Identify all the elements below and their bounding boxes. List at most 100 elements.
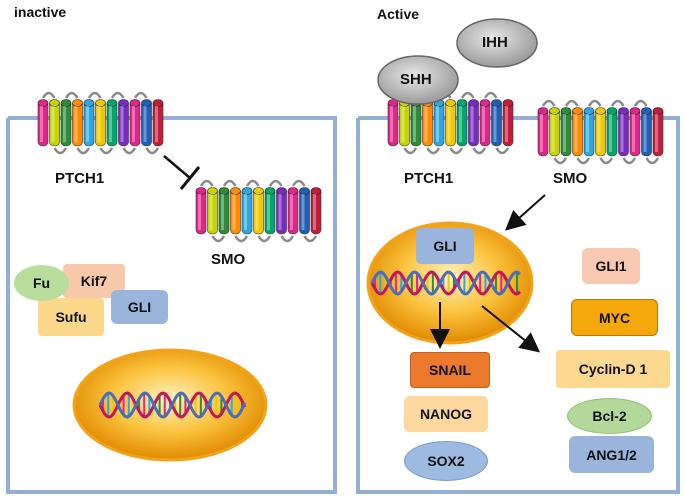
helix-cap bbox=[37, 99, 49, 107]
helix-highlight bbox=[155, 106, 158, 142]
receptor-loop bbox=[426, 147, 441, 155]
receptor-loop bbox=[145, 147, 160, 155]
helix-cap bbox=[479, 99, 491, 107]
helix-cap bbox=[141, 99, 152, 107]
helix-cap bbox=[118, 99, 129, 107]
dna-strand bbox=[98, 391, 247, 419]
helix-highlight bbox=[221, 194, 224, 230]
helix-highlight bbox=[97, 106, 101, 142]
helix-highlight bbox=[290, 194, 293, 230]
helix-cap bbox=[502, 99, 514, 107]
receptor-loop bbox=[133, 91, 148, 99]
helix-cap bbox=[276, 187, 287, 195]
helix-highlight bbox=[109, 106, 112, 142]
inhibition-arrow bbox=[163, 155, 201, 190]
cell-membrane-inactive bbox=[6, 116, 337, 494]
receptor-loop bbox=[76, 147, 91, 155]
receptor-loop bbox=[645, 157, 660, 165]
helix-highlight bbox=[267, 194, 270, 230]
helix-highlight bbox=[540, 114, 543, 152]
helix-cap bbox=[129, 99, 141, 107]
helix-highlight bbox=[482, 106, 485, 142]
panel-title-inactive: inactive bbox=[14, 4, 67, 20]
helix-highlight bbox=[86, 106, 89, 142]
helix-cap bbox=[83, 99, 95, 107]
helix-cap bbox=[152, 99, 164, 107]
helix-cap bbox=[618, 107, 629, 115]
receptor-loop bbox=[622, 157, 637, 165]
helix-highlight bbox=[424, 106, 428, 142]
receptor-loop bbox=[472, 147, 487, 155]
helix-highlight bbox=[655, 114, 658, 152]
helix-cap bbox=[230, 187, 241, 195]
bcl2-oval: Bcl-2 bbox=[567, 398, 652, 434]
helix-cap bbox=[106, 99, 118, 107]
receptor-loop bbox=[633, 99, 648, 107]
helix-highlight bbox=[597, 114, 601, 152]
helix-cap bbox=[560, 107, 572, 115]
dna-helix-inactive bbox=[98, 391, 247, 419]
nanog-box: NANOG bbox=[404, 396, 488, 432]
receptor-loop bbox=[495, 147, 510, 155]
helix-cap bbox=[195, 187, 207, 195]
shh-label: SHH bbox=[400, 71, 432, 88]
helix-cap bbox=[641, 107, 652, 115]
helix-highlight bbox=[505, 106, 508, 142]
myc-box: MYC bbox=[571, 299, 658, 336]
smo-receptor-active bbox=[537, 99, 664, 165]
helix-highlight bbox=[551, 114, 555, 152]
receptor-loop bbox=[199, 179, 214, 187]
helix-highlight bbox=[447, 106, 451, 142]
helix-cap bbox=[606, 107, 618, 115]
helix-highlight bbox=[301, 194, 305, 230]
helix-cap bbox=[299, 187, 310, 195]
helix-cap bbox=[445, 99, 456, 107]
gli-to-cyclin-arrow bbox=[481, 305, 541, 353]
receptor-loop bbox=[64, 91, 79, 99]
smo-label-inactive: SMO bbox=[211, 251, 246, 268]
helix-cap bbox=[468, 99, 479, 107]
receptor-loop bbox=[222, 179, 237, 187]
ptch1-label-active: PTCH1 bbox=[404, 170, 454, 187]
helix-highlight bbox=[132, 106, 135, 142]
helix-highlight bbox=[232, 194, 236, 230]
ptch1-label-inactive: PTCH1 bbox=[55, 170, 105, 187]
receptor-loop bbox=[87, 91, 102, 99]
receptor-loop bbox=[99, 147, 114, 155]
helix-highlight bbox=[278, 194, 282, 230]
dna-strand bbox=[370, 270, 522, 296]
helix-highlight bbox=[51, 106, 55, 142]
helix-highlight bbox=[470, 106, 474, 142]
receptor-loop bbox=[41, 91, 56, 99]
smo-label-active: SMO bbox=[553, 170, 588, 187]
receptor-loop bbox=[53, 147, 68, 155]
helix-highlight bbox=[586, 114, 589, 152]
receptor-loop bbox=[564, 99, 579, 107]
helix-highlight bbox=[620, 114, 624, 152]
receptor-loop bbox=[303, 235, 318, 243]
helix-highlight bbox=[643, 114, 647, 152]
helix-cap bbox=[60, 99, 72, 107]
helix-highlight bbox=[255, 194, 259, 230]
receptor-loop bbox=[460, 91, 475, 99]
receptor-loop bbox=[483, 91, 498, 99]
helix-cap bbox=[572, 107, 583, 115]
helix-cap bbox=[549, 107, 560, 115]
helix-highlight bbox=[493, 106, 497, 142]
cell-membrane-active bbox=[356, 116, 680, 494]
helix-cap bbox=[583, 107, 595, 115]
receptor-loop bbox=[122, 147, 137, 155]
helix-cap bbox=[287, 187, 299, 195]
cyclin-d1-box: Cyclin-D 1 bbox=[556, 350, 670, 388]
helix-highlight bbox=[609, 114, 612, 152]
helix-cap bbox=[218, 187, 230, 195]
helix-highlight bbox=[459, 106, 462, 142]
receptor-loop bbox=[449, 147, 464, 155]
helix-cap bbox=[264, 187, 276, 195]
helix-highlight bbox=[40, 106, 43, 142]
helix-cap bbox=[310, 187, 322, 195]
receptor-loop bbox=[268, 179, 283, 187]
helix-highlight bbox=[198, 194, 201, 230]
receptor-loop bbox=[599, 157, 614, 165]
